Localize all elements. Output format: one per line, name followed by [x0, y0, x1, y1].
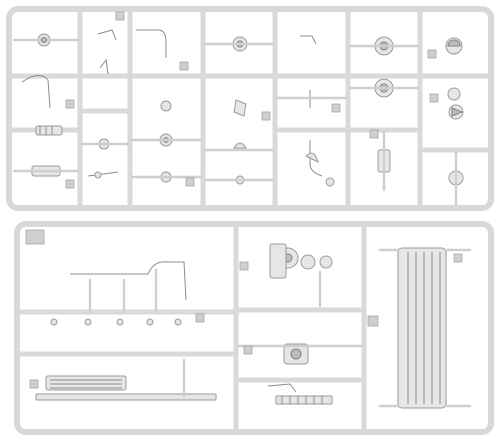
lower-sprue-frame — [14, 221, 494, 435]
grille-part — [397, 247, 447, 409]
upper-sprue-frame — [6, 6, 494, 211]
lower-sprue — [14, 221, 494, 435]
sprue-tag — [25, 229, 45, 245]
upper-sprue — [6, 6, 494, 211]
